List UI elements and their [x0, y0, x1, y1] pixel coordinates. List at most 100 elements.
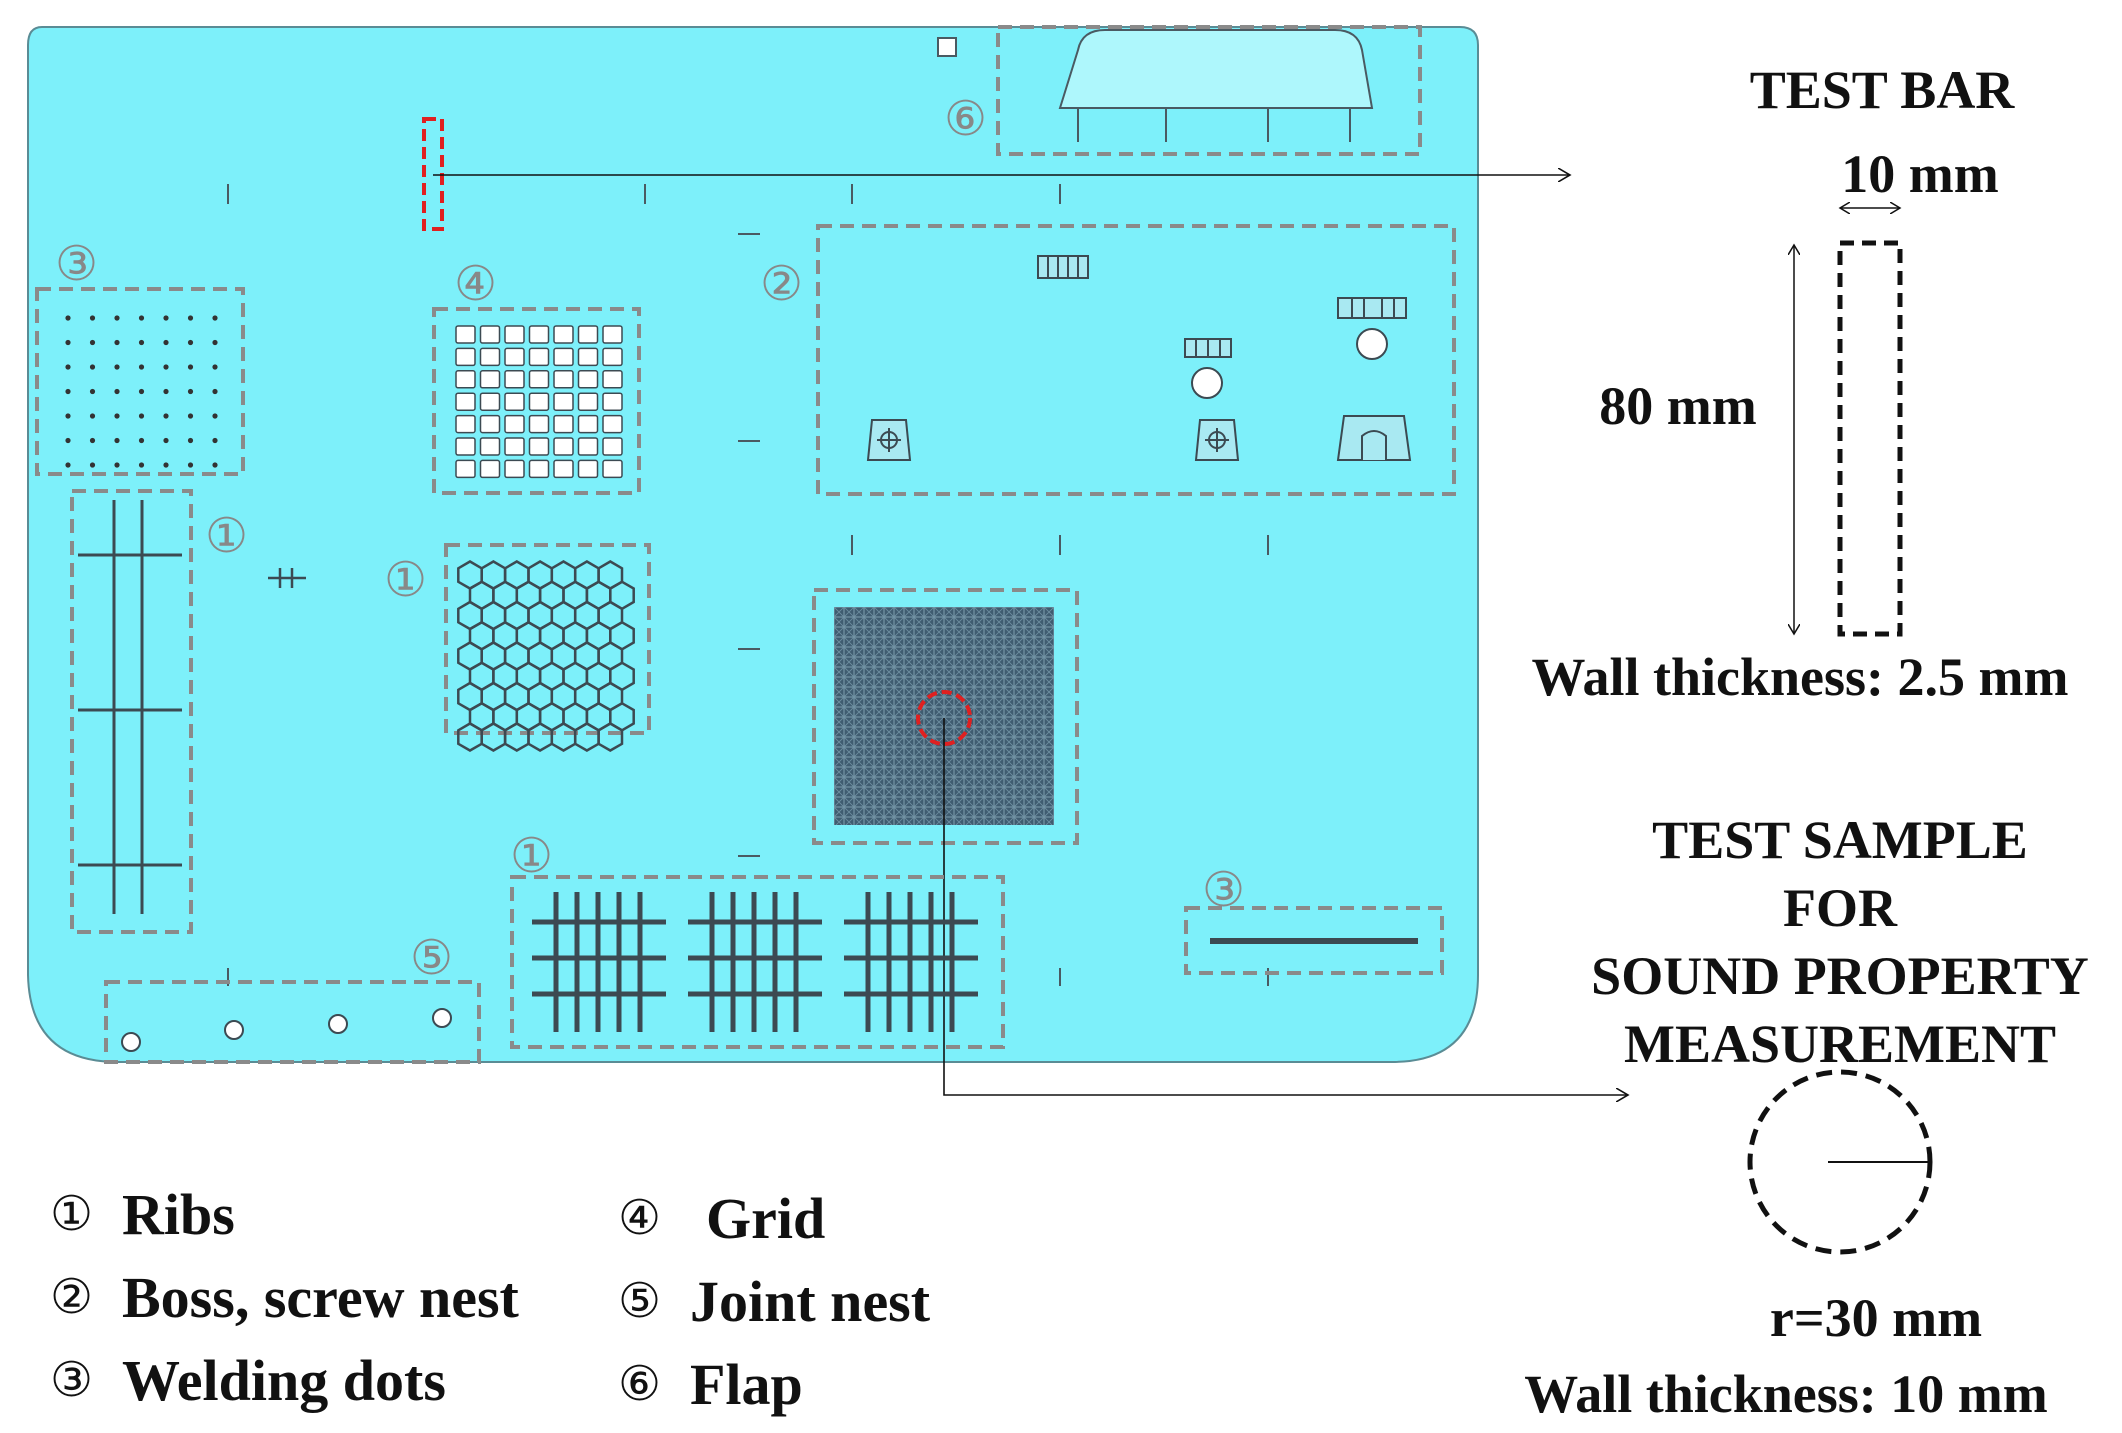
grid-cell: [528, 370, 550, 389]
grid-cell: [479, 347, 501, 367]
mesh-line: [935, 706, 1054, 825]
mesh-line: [875, 646, 1054, 825]
mesh-line: [1005, 776, 1054, 825]
mesh-line: [834, 756, 903, 825]
region-honeycomb: [444, 543, 651, 735]
callout-5: ⑤: [410, 930, 453, 986]
grid-cell: [577, 392, 599, 411]
mesh-line: [995, 766, 1054, 825]
grid-cell: [528, 459, 550, 479]
mesh-line: [903, 607, 1054, 758]
grid-cell: [553, 459, 574, 479]
grid-cell: [553, 370, 574, 389]
mesh-line: [834, 607, 975, 748]
welding-dot: [89, 462, 96, 468]
grid-cells: [455, 325, 623, 479]
mesh-line: [834, 736, 923, 825]
grid-cell: [504, 325, 525, 344]
callout-6: ⑥: [944, 91, 987, 147]
welding-dot: [187, 315, 194, 321]
mesh-line: [885, 656, 1054, 825]
mesh-line: [834, 616, 1043, 825]
region-grid: [432, 307, 641, 495]
callout-1-bottom: ①: [510, 828, 553, 884]
grid-cell: [602, 370, 623, 389]
legend-label-2: Boss, screw nest: [122, 1265, 520, 1330]
welding-dot: [89, 315, 96, 321]
plate-marker-square: [937, 37, 957, 57]
callout-1-left: ①: [205, 508, 248, 564]
mesh-line: [834, 607, 895, 668]
welding-dot: [114, 413, 120, 419]
grid-cell: [577, 437, 599, 456]
grid-cell: [504, 392, 525, 411]
test-bar-height-label: 80 mm: [1599, 376, 1756, 436]
welding-dot: [65, 437, 71, 444]
mesh-line: [953, 607, 1054, 708]
grid-cell: [528, 437, 550, 456]
sound-sample-arrow: [943, 718, 1628, 1095]
mesh-line: [834, 607, 945, 718]
welding-dot: [187, 413, 194, 419]
test-bar-outline: [1837, 240, 1903, 637]
boss-features: [866, 255, 1412, 461]
mesh-line: [895, 666, 1054, 825]
mesh-line: [855, 626, 1054, 825]
welding-dots: [65, 315, 218, 468]
callout-1-honeycomb: ①: [384, 552, 427, 608]
mesh-line: [913, 607, 1054, 748]
welding-dot: [187, 462, 194, 468]
welding-dot: [187, 437, 194, 444]
mesh-line: [834, 607, 965, 738]
grid-cell: [479, 414, 501, 434]
legend: ① Ribs ② Boss, screw nest ③ Welding dots…: [50, 1182, 931, 1417]
welding-dot: [65, 413, 71, 419]
grid-cell: [553, 392, 574, 411]
grid-cell: [504, 437, 525, 456]
mesh-line: [853, 607, 1054, 808]
mesh-line: [835, 607, 1054, 825]
welding-dot: [89, 388, 96, 395]
grid-cell: [577, 370, 599, 389]
grid-cell: [602, 325, 623, 344]
region-welding-dots: [35, 287, 245, 476]
welding-dot: [163, 388, 169, 395]
mesh-line: [963, 607, 1054, 698]
mesh-line: [834, 607, 985, 758]
grid-cell: [479, 459, 501, 479]
welding-dot: [114, 339, 120, 346]
grid-cell: [455, 459, 476, 479]
sound-sample-location: [916, 690, 972, 746]
grid-cell: [479, 392, 501, 411]
grid-cell: [455, 437, 476, 456]
mesh-line: [1003, 607, 1054, 658]
welding-dot: [163, 413, 169, 419]
welding-dot: [114, 437, 120, 444]
welding-dot: [163, 315, 169, 321]
grid-cell: [602, 459, 623, 479]
mesh-line: [1013, 607, 1054, 648]
welding-dot: [212, 462, 218, 468]
welding-dot: [187, 364, 194, 370]
mesh-line: [834, 716, 943, 825]
mesh-line: [834, 686, 973, 825]
mesh-line: [834, 636, 1023, 825]
test-bar-location: [422, 117, 444, 231]
mesh-line: [834, 607, 995, 768]
mesh-line: [975, 746, 1054, 825]
mesh-line: [865, 636, 1054, 825]
mesh-line: [834, 676, 983, 825]
mesh-line: [834, 607, 925, 698]
test-sample-title-2: FOR: [1783, 878, 1898, 938]
test-sample-wall: Wall thickness: 10 mm: [1524, 1364, 2048, 1424]
welding-dot: [138, 315, 145, 321]
mesh-line: [834, 607, 1045, 818]
mesh-line: [834, 607, 955, 728]
region-boss-screw-nest: [816, 224, 1456, 496]
region-mesh: [812, 588, 1079, 845]
welding-dot: [138, 339, 145, 346]
test-sample-outline: [1747, 1069, 1933, 1255]
welding-dot: [114, 364, 120, 370]
legend-num-2: ②: [50, 1269, 93, 1325]
